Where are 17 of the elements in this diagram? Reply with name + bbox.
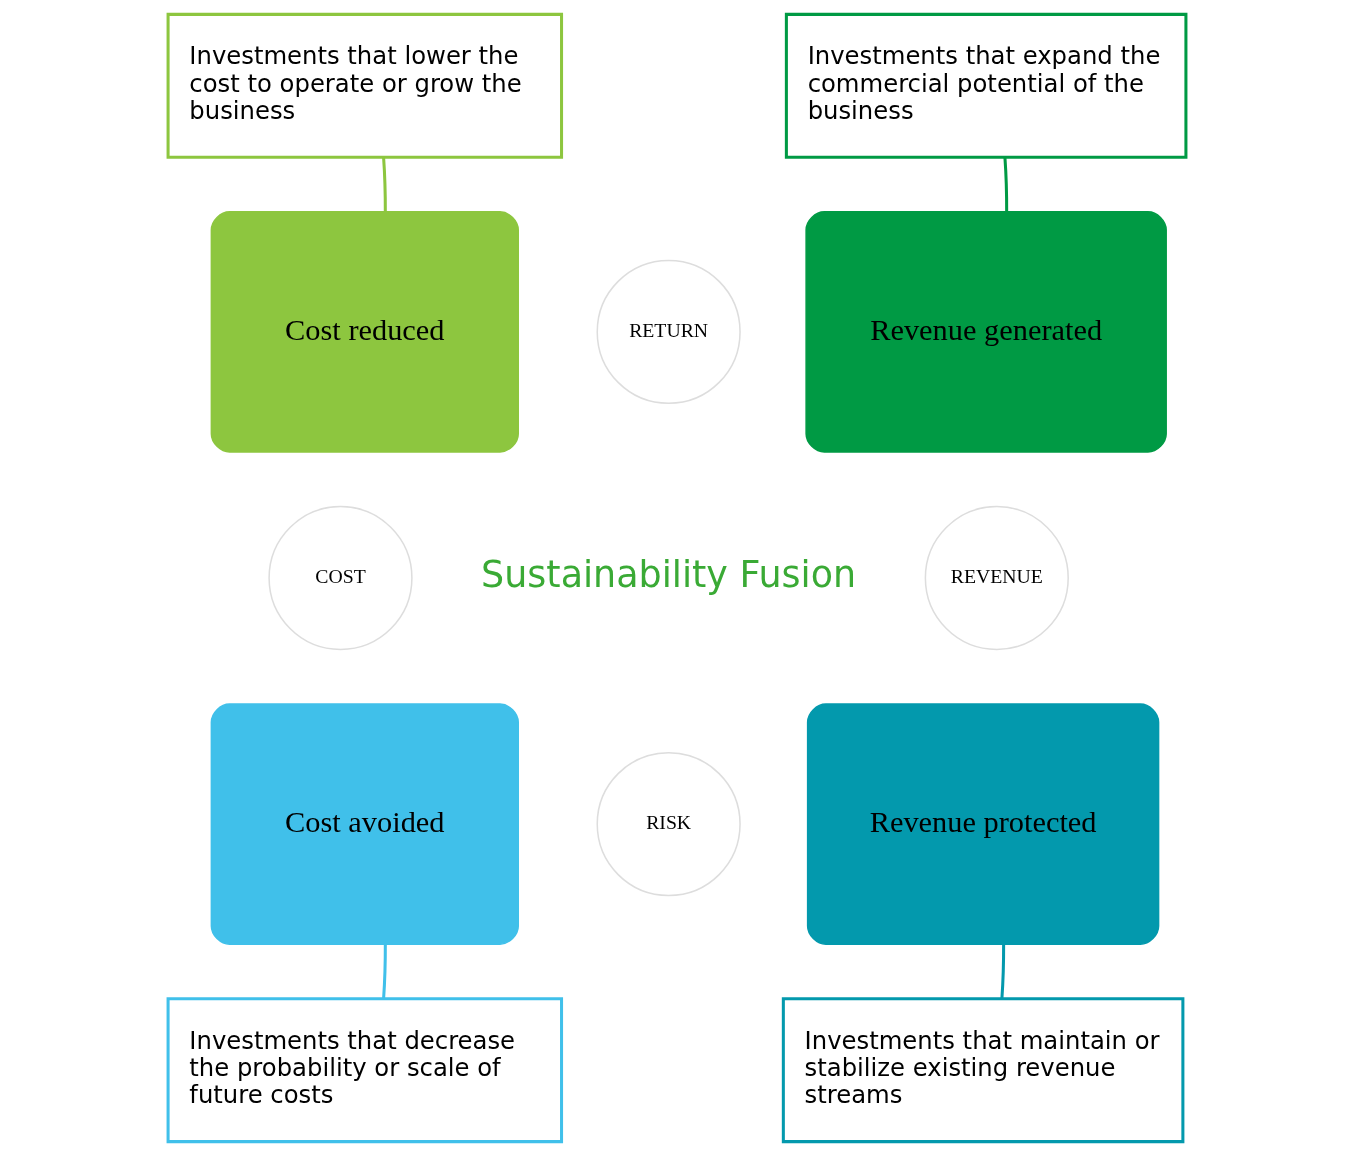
connector (382, 944, 387, 999)
node-circle: COST (268, 505, 413, 651)
connector (1003, 157, 1009, 212)
node-box: Investments that expand the commercial potential of the business (784, 12, 1188, 159)
node-box: Investments that maintain or stabilize existing revenue streams (781, 997, 1185, 1144)
node-circle: REVENUE (924, 505, 1069, 651)
node-box: Investments that decrease the probability or scale of future costs (166, 997, 564, 1144)
connector (382, 157, 387, 212)
node-box: Investments that lower the cost to operate or grow the business (166, 12, 564, 159)
node-box: Cost reduced (210, 211, 519, 453)
node-circle: RETURN (596, 259, 741, 405)
node-box: Revenue protected (806, 703, 1160, 945)
node-box: Revenue generated (805, 211, 1167, 453)
node-box: Cost avoided (210, 703, 519, 945)
label: Sustainability Fusion (481, 553, 857, 597)
node-circle: RISK (596, 751, 741, 897)
connector (1000, 944, 1006, 999)
